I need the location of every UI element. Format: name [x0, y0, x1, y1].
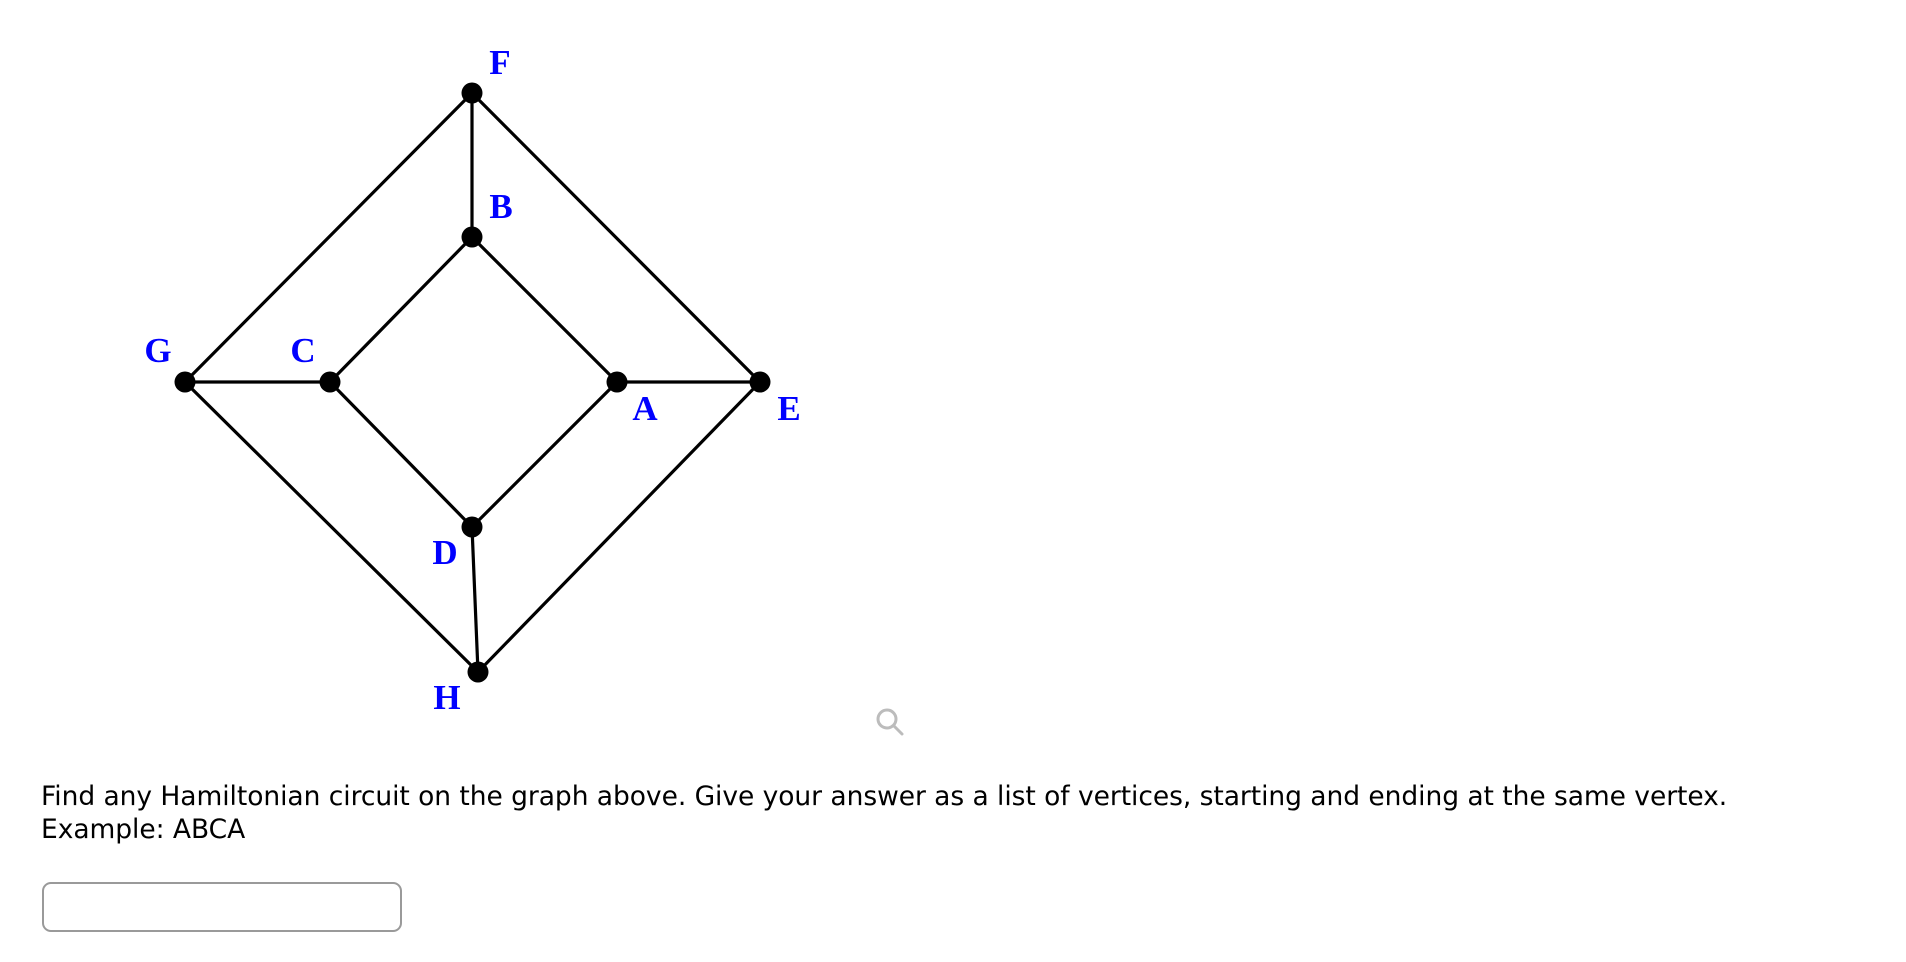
graph-vertex-label-F: F — [489, 43, 510, 82]
graph-edge-BA — [470, 235, 619, 384]
question-prompt: Find any Hamiltonian circuit on the grap… — [41, 781, 1728, 846]
graph-edge-CD — [328, 380, 474, 529]
graph-vertex-label-B: B — [489, 187, 512, 226]
graph-canvas: F B G C A E D H — [144, 43, 800, 717]
graph-vertex-label-E: E — [777, 389, 800, 428]
graph-vertex-label-H: H — [433, 678, 460, 717]
graph-edge-DH — [470, 525, 480, 674]
graph-vertex-A[interactable] — [606, 371, 628, 393]
graph-edge-FE — [470, 91, 762, 384]
magnifier-glyph — [876, 708, 904, 736]
graph-vertex-F[interactable] — [461, 82, 483, 104]
graph-vertex-B[interactable] — [461, 226, 483, 248]
graph-edge-FG — [183, 91, 474, 384]
graph-vertex-G[interactable] — [174, 371, 196, 393]
graph-edge-EH — [476, 380, 762, 674]
graph-vertex-label-A: A — [632, 389, 658, 428]
graph-edge-BC — [328, 235, 474, 384]
graph-edge-AD — [470, 380, 619, 529]
graph-edge-GH — [183, 380, 480, 674]
graph-vertex-H[interactable] — [467, 661, 489, 683]
graph-vertex-label-G: G — [144, 331, 171, 370]
graph-vertex-label-D: D — [432, 533, 457, 572]
graph-vertex-C[interactable] — [319, 371, 341, 393]
graph-vertex-D[interactable] — [461, 516, 483, 538]
answer-field-wrapper — [42, 882, 402, 932]
answer-input[interactable] — [42, 882, 402, 932]
graph-vertex-E[interactable] — [749, 371, 771, 393]
graph-figure[interactable]: F B G C A E D H — [0, 0, 980, 770]
graph-vertex-label-C: C — [290, 331, 315, 370]
magnifier-icon[interactable] — [872, 705, 908, 741]
